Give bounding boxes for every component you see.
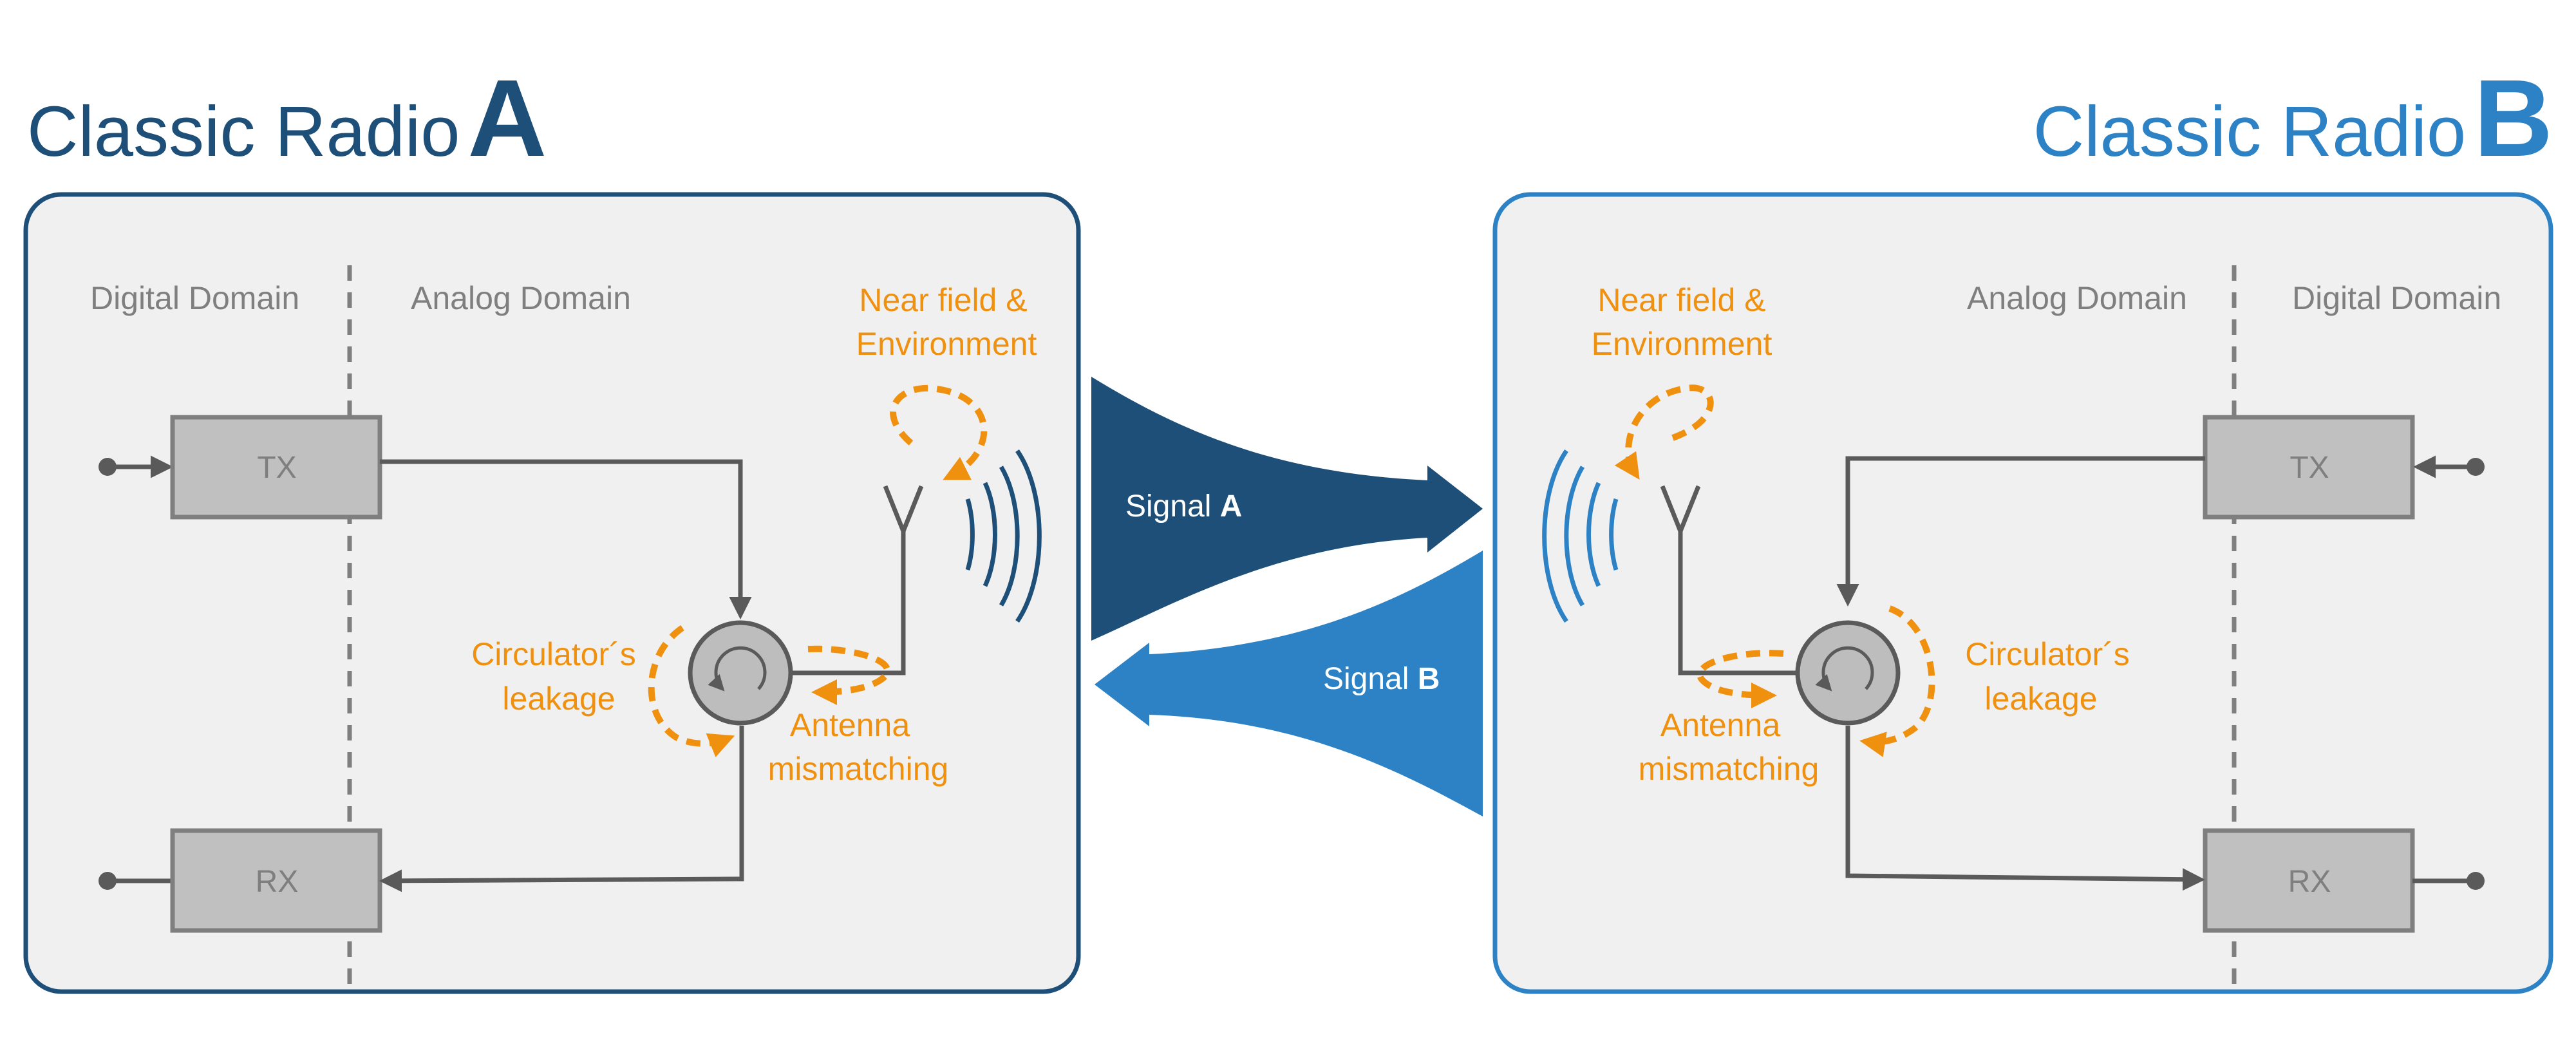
- signal-b-arrow: [1095, 551, 1483, 816]
- radio-b-panel: [1492, 192, 2553, 994]
- signal-a-label: Signal A: [1125, 489, 1242, 524]
- radio-b-circulator-leakage-label-line1: Circulator´s: [1965, 636, 2130, 672]
- radio-a-radio-waves-icon: [965, 449, 1042, 623]
- radio-a-near-field-label-line2: Environment: [856, 326, 1037, 362]
- radio-b-title: Classic RadioB: [2033, 57, 2553, 180]
- signal-a: Signal A: [1091, 377, 1483, 641]
- radio-a-antenna-mismatch-label-line2: mismatching: [768, 751, 949, 787]
- radio-b-near-field-label-line2: Environment: [1592, 326, 1772, 362]
- radio-b-circulator-rotation-icon: [1815, 646, 1874, 692]
- radio-b-antenna-feed: [1678, 528, 1796, 675]
- radio-b-antenna-icon: [1660, 485, 1701, 533]
- radio-a-tx-to-circulator-wire: [380, 459, 752, 619]
- radio-a-rx-label: RX: [256, 865, 299, 899]
- radio-a-antenna-mismatch-arrow: [807, 645, 891, 705]
- radio-b-circulator-icon: [1795, 620, 1901, 726]
- radio-a-circulator-rotation-icon: [708, 646, 767, 692]
- signal-b-label: Signal B: [1323, 662, 1440, 696]
- radio-b-analog-domain-label: Analog Domain: [1967, 280, 2187, 316]
- radio-a-tx-block: [170, 415, 382, 520]
- radio-a-circulator-icon: [688, 620, 793, 726]
- radio-a-circulator-to-rx-wire: [379, 726, 744, 892]
- radio-b-antenna-mismatch-label-line2: mismatching: [1639, 751, 1819, 787]
- radio-b-tx-label: TX: [2289, 451, 2329, 485]
- radio-b-tx-block: [2203, 415, 2415, 520]
- radio-b-antenna-mismatch-arrow: [1697, 650, 1784, 708]
- radio-b-tx-to-circulator-wire: [1836, 456, 2205, 607]
- radio-b: Classic RadioB Analog Domain Digital Dom…: [1492, 57, 2553, 995]
- radio-b-near-field-leakage-arrow: [1614, 384, 1714, 480]
- radio-a: Classic RadioA Digital Domain Analog Dom…: [23, 57, 1081, 995]
- radio-a-title: Classic RadioA: [27, 57, 547, 180]
- radio-b-radio-waves-icon: [1542, 449, 1619, 623]
- radio-b-antenna-mismatch-label-line1: Antenna: [1660, 707, 1780, 743]
- radio-a-antenna-icon: [883, 485, 924, 533]
- radio-a-panel: [23, 192, 1081, 994]
- radio-a-near-field-leakage-arrow: [890, 384, 988, 480]
- radio-b-circulator-leakage-arrow: [1859, 605, 1935, 757]
- radio-a-analog-domain-label: Analog Domain: [411, 280, 631, 316]
- radio-a-tx-label: TX: [257, 451, 296, 485]
- signal-a-arrow: [1091, 377, 1483, 641]
- radio-a-leakage-paths: [648, 384, 988, 757]
- radio-a-circulator-leakage-label-line1: Circulator´s: [471, 636, 636, 672]
- radio-b-circulator-leakage-label-line2: leakage: [1984, 681, 2097, 717]
- radio-a-digital-domain-label: Digital Domain: [90, 280, 299, 316]
- radio-b-rx-block: [2203, 828, 2415, 933]
- radio-b-digital-domain-label: Digital Domain: [2292, 280, 2501, 316]
- radio-b-circulator-to-rx-wire: [1845, 726, 2205, 891]
- radio-a-near-field-label-line1: Near field &: [859, 282, 1027, 318]
- radio-a-circulator-leakage-label-line2: leakage: [502, 681, 615, 717]
- radio-b-leakage-paths: [1614, 384, 1935, 757]
- radio-a-antenna-mismatch-label-line1: Antenna: [790, 707, 910, 743]
- radio-a-antenna-feed: [791, 528, 906, 675]
- radio-a-circulator-leakage-arrow: [648, 625, 735, 757]
- radio-b-rx-label: RX: [2288, 865, 2331, 899]
- radio-b-near-field-label-line1: Near field &: [1597, 282, 1765, 318]
- signal-b: Signal B: [1095, 551, 1483, 816]
- radio-a-rx-block: [170, 828, 382, 933]
